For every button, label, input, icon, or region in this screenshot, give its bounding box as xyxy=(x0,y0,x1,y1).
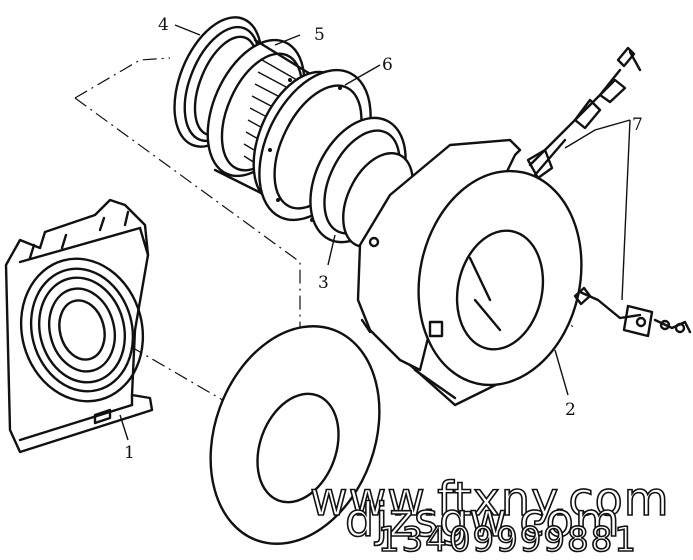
callout-2: 2 xyxy=(565,400,576,420)
sensor-probes-part-7 xyxy=(526,46,692,338)
watermark-phone: 13409999881 xyxy=(377,519,638,560)
base-plate-part-1 xyxy=(4,198,154,454)
callout-5: 5 xyxy=(314,25,325,45)
main-housing-part-2 xyxy=(356,138,583,407)
callout-leader-lines xyxy=(119,24,631,441)
watermark-url-1: www.ftxny.com xyxy=(309,471,670,527)
callout-7: 7 xyxy=(632,115,643,135)
callout-3: 3 xyxy=(318,273,329,293)
callout-4: 4 xyxy=(158,15,169,35)
annular-gasket-disc xyxy=(209,325,381,545)
callout-1: 1 xyxy=(124,443,135,463)
callout-6: 6 xyxy=(382,55,393,75)
watermark-url-2: djzsgw.com xyxy=(344,492,621,548)
